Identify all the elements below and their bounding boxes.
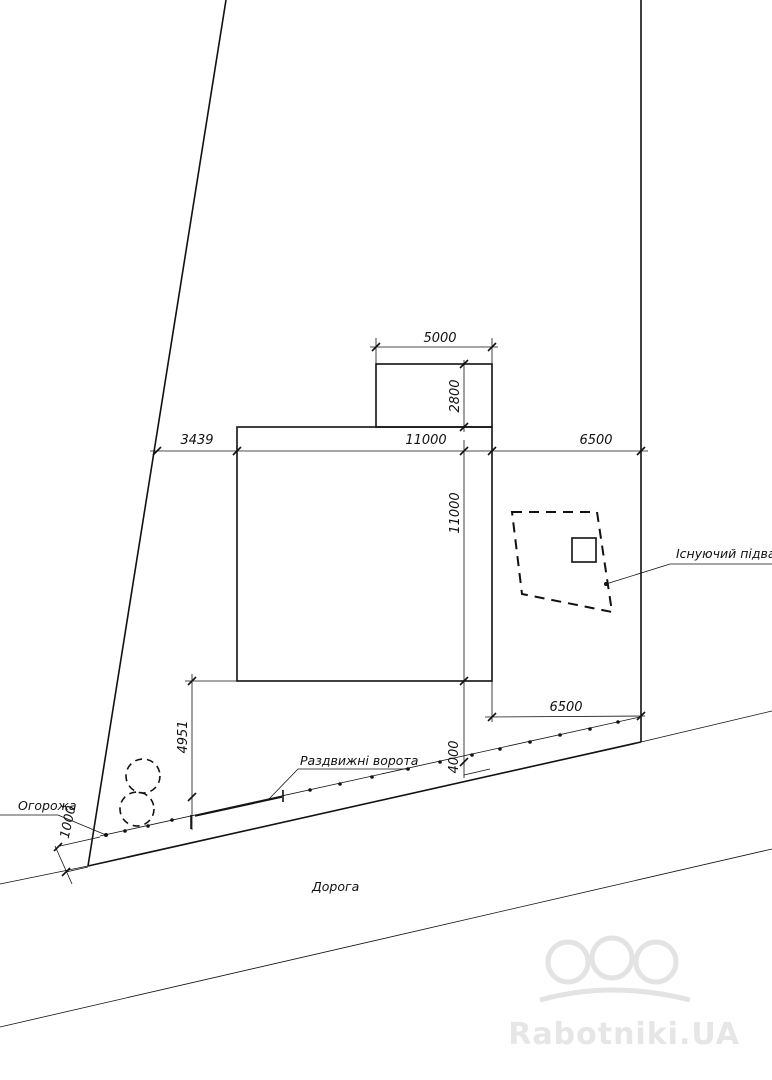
leader-cellar: Існуючий підвал (604, 546, 772, 586)
dim-annex-depth: 2800 (448, 359, 469, 432)
gate-label: Раздвижні ворота (300, 753, 418, 768)
dim-right-offset-label: 6500 (579, 433, 612, 448)
dim-annex-width-label: 5000 (423, 331, 456, 346)
dim-fence-setback-left-label: 1000 (58, 805, 80, 840)
annex-outline (375, 363, 493, 428)
dim-left-offset-label: 3439 (180, 433, 213, 448)
cellar-label: Існуючий підвал (676, 546, 772, 561)
dim-front-offset: 4951 (176, 674, 237, 830)
leader-fence: Огорожа (0, 798, 108, 837)
watermark: Rabotniki.UA (508, 935, 740, 1052)
dim-annex-width: 5000 (370, 331, 498, 364)
dim-house-depth-label: 11000 (448, 492, 463, 533)
existing-cellar (510, 511, 614, 614)
watermark-text: Rabotniki.UA (508, 1017, 740, 1052)
leader-gate: Раздвижні ворота (267, 753, 418, 801)
dim-front-offset-label: 4951 (176, 720, 191, 753)
dim-chain-top: 3439 11000 6500 (150, 427, 648, 458)
road-label: Дорога (311, 879, 359, 894)
dim-annex-depth-label: 2800 (448, 379, 463, 412)
dim-fence-setback-right-label: 4000 (447, 740, 462, 773)
worker-helmet-icon (539, 935, 691, 1003)
fence-label: Огорожа (18, 798, 77, 813)
house-outline (236, 426, 493, 682)
dim-lower-right-label: 6500 (549, 700, 582, 715)
dim-house-depth: 11000 (448, 440, 469, 690)
tree-symbols (119, 758, 161, 827)
dim-fence-setback-right: 4000 (447, 690, 491, 778)
dim-lower-right: 6500 (484, 681, 646, 722)
plot-boundary (87, 0, 642, 867)
dim-fence-setback-left: 1000 (53, 805, 101, 885)
dim-house-width-label: 11000 (405, 433, 446, 448)
road-edges (0, 710, 772, 1028)
